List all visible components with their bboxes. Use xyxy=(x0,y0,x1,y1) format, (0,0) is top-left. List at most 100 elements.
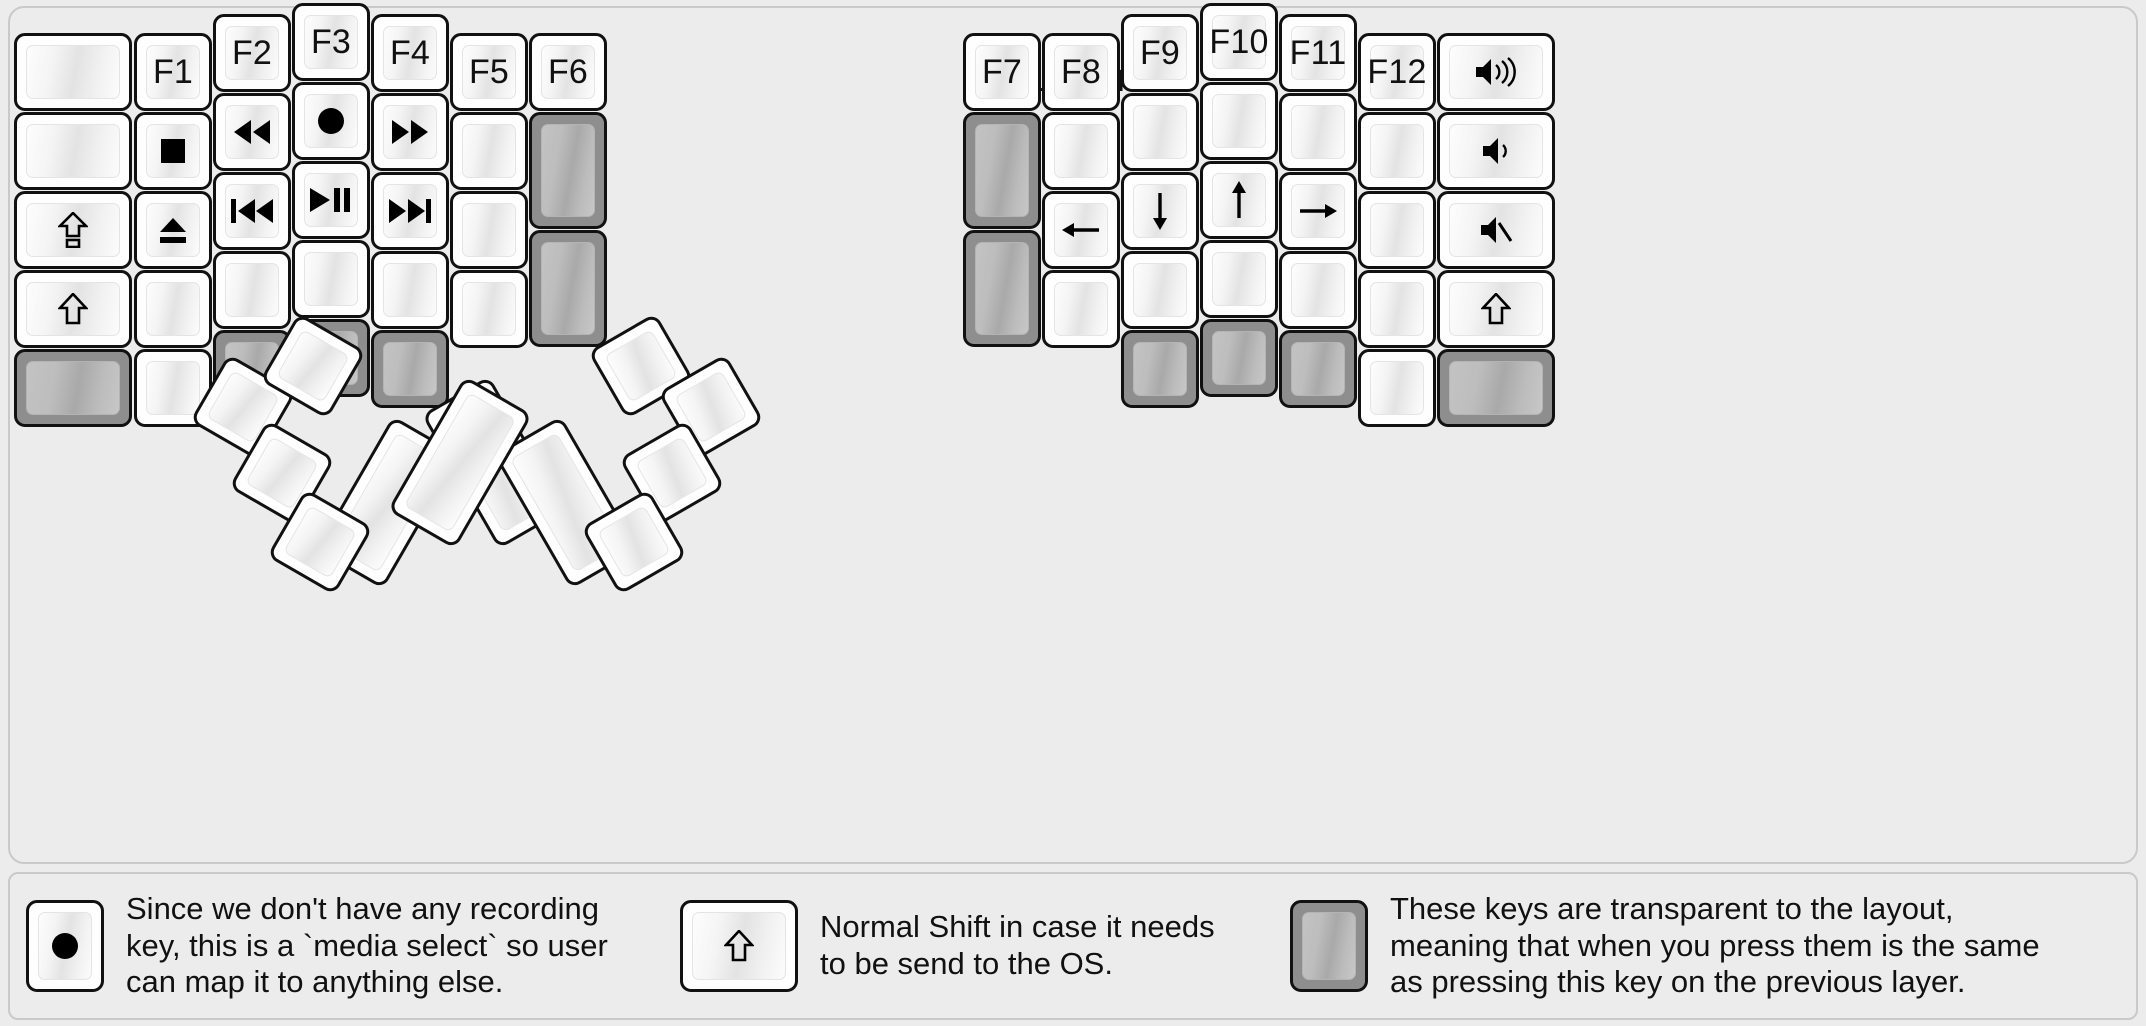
keycap-face xyxy=(1449,282,1543,336)
keycap-face: F8 xyxy=(1054,45,1108,99)
keycap-face xyxy=(26,282,120,336)
key-pinky-3[interactable] xyxy=(1358,270,1436,348)
key-pinky-2[interactable] xyxy=(1358,191,1436,269)
play-pause-icon xyxy=(309,187,353,213)
keycap-face xyxy=(1449,203,1543,257)
key-middle-1[interactable] xyxy=(1200,82,1278,160)
shift-icon xyxy=(724,930,754,962)
key-index-inner-1[interactable] xyxy=(450,112,528,190)
key-index-3[interactable] xyxy=(1121,251,1199,329)
keycap-face xyxy=(146,361,200,415)
key-transparent[interactable] xyxy=(1121,330,1199,408)
key-index-inner-3[interactable] xyxy=(1042,270,1120,348)
key-pinky-3[interactable] xyxy=(134,270,212,348)
key-transparent[interactable] xyxy=(14,349,132,427)
key-pinky-outer-1[interactable] xyxy=(14,112,132,190)
key-index-inner-1[interactable] xyxy=(1042,112,1120,190)
keycap-face xyxy=(383,184,437,238)
prev-track-icon xyxy=(230,198,274,224)
keycap-face xyxy=(1449,361,1543,415)
key-index-inner-3[interactable] xyxy=(450,270,528,348)
key-f12[interactable]: F12 xyxy=(1358,33,1436,111)
key-arrow-up-icon[interactable] xyxy=(1200,161,1278,239)
key-pinky-outer-0[interactable] xyxy=(14,33,132,111)
key-volume-down-icon[interactable] xyxy=(1437,112,1555,190)
key-transparent[interactable] xyxy=(1279,330,1357,408)
key-mute-icon[interactable] xyxy=(1437,191,1555,269)
key-f1[interactable]: F1 xyxy=(134,33,212,111)
rewind-icon xyxy=(232,119,272,145)
key-f7[interactable]: F7 xyxy=(963,33,1041,111)
key-transparent[interactable] xyxy=(529,112,607,229)
key-transparent[interactable] xyxy=(1200,319,1278,397)
key-transparent[interactable] xyxy=(1437,349,1555,427)
key-fast-forward-icon[interactable] xyxy=(371,93,449,171)
key-transparent[interactable] xyxy=(963,230,1041,347)
key-shift-icon[interactable] xyxy=(14,270,132,348)
key-arrow-right-icon[interactable] xyxy=(1279,172,1357,250)
keycap-face xyxy=(1370,361,1424,415)
keycap-face xyxy=(1212,252,1266,306)
key-pinky-4[interactable] xyxy=(1358,349,1436,427)
keycap-face xyxy=(26,124,120,178)
legend-description: Normal Shift in case it needs to be send… xyxy=(820,909,1215,981)
keycap-face xyxy=(1212,173,1266,227)
record-icon xyxy=(50,931,80,961)
keycap-face: F3 xyxy=(304,15,358,69)
key-f8[interactable]: F8 xyxy=(1042,33,1120,111)
keycap-face: F10 xyxy=(1209,15,1269,69)
key-record-icon[interactable] xyxy=(292,82,370,160)
key-middle-3[interactable] xyxy=(292,240,370,318)
keycap-face xyxy=(146,124,200,178)
keycap-face xyxy=(1291,184,1345,238)
key-arrow-left-icon[interactable] xyxy=(1042,191,1120,269)
keycap-face xyxy=(304,94,358,148)
key-rewind-icon[interactable] xyxy=(213,93,291,171)
key-stop-icon[interactable] xyxy=(134,112,212,190)
keycap-face: F9 xyxy=(1133,26,1187,80)
key-label: F11 xyxy=(1289,34,1347,72)
key-eject-icon[interactable] xyxy=(134,191,212,269)
key-f10[interactable]: F10 xyxy=(1200,3,1278,81)
keycap-face xyxy=(1291,105,1345,159)
key-f9[interactable]: F9 xyxy=(1121,14,1199,92)
key-index-3[interactable] xyxy=(371,251,449,329)
keycap-face xyxy=(383,342,437,396)
keycap-face xyxy=(1054,203,1108,257)
key-index-1[interactable] xyxy=(1121,93,1199,171)
keycap-face xyxy=(26,45,120,99)
key-label: F10 xyxy=(1209,23,1269,61)
key-transparent[interactable] xyxy=(371,330,449,408)
key-shift-icon[interactable] xyxy=(1437,270,1555,348)
key-pinky-1[interactable] xyxy=(1358,112,1436,190)
key-f6[interactable]: F6 xyxy=(529,33,607,111)
key-f3[interactable]: F3 xyxy=(292,3,370,81)
key-ring-3[interactable] xyxy=(1279,251,1357,329)
key-play-pause-icon[interactable] xyxy=(292,161,370,239)
key-f5[interactable]: F5 xyxy=(450,33,528,111)
key-index-inner-2[interactable] xyxy=(450,191,528,269)
keycap-face: F7 xyxy=(975,45,1029,99)
key-ring-3[interactable] xyxy=(213,251,291,329)
keycap-face xyxy=(1054,124,1108,178)
key-transparent[interactable] xyxy=(963,112,1041,229)
keycap-face xyxy=(1449,124,1543,178)
keycap-face xyxy=(1370,282,1424,336)
key-volume-up-icon[interactable] xyxy=(1437,33,1555,111)
keycap-face xyxy=(462,282,516,336)
key-f2[interactable]: F2 xyxy=(213,14,291,92)
key-next-track-icon[interactable] xyxy=(371,172,449,250)
key-pinky-4[interactable] xyxy=(134,349,212,427)
key-ring-1[interactable] xyxy=(1279,93,1357,171)
keycap-face xyxy=(146,203,200,257)
keycap-face xyxy=(1133,105,1187,159)
key-transparent[interactable] xyxy=(529,230,607,347)
key-middle-3[interactable] xyxy=(1200,240,1278,318)
key-caps-lock-icon[interactable] xyxy=(14,191,132,269)
key-f4[interactable]: F4 xyxy=(371,14,449,92)
key-prev-track-icon[interactable] xyxy=(213,172,291,250)
key-label: F2 xyxy=(231,34,273,72)
arrow-down-icon xyxy=(1147,191,1173,231)
key-f11[interactable]: F11 xyxy=(1279,14,1357,92)
key-arrow-down-icon[interactable] xyxy=(1121,172,1199,250)
